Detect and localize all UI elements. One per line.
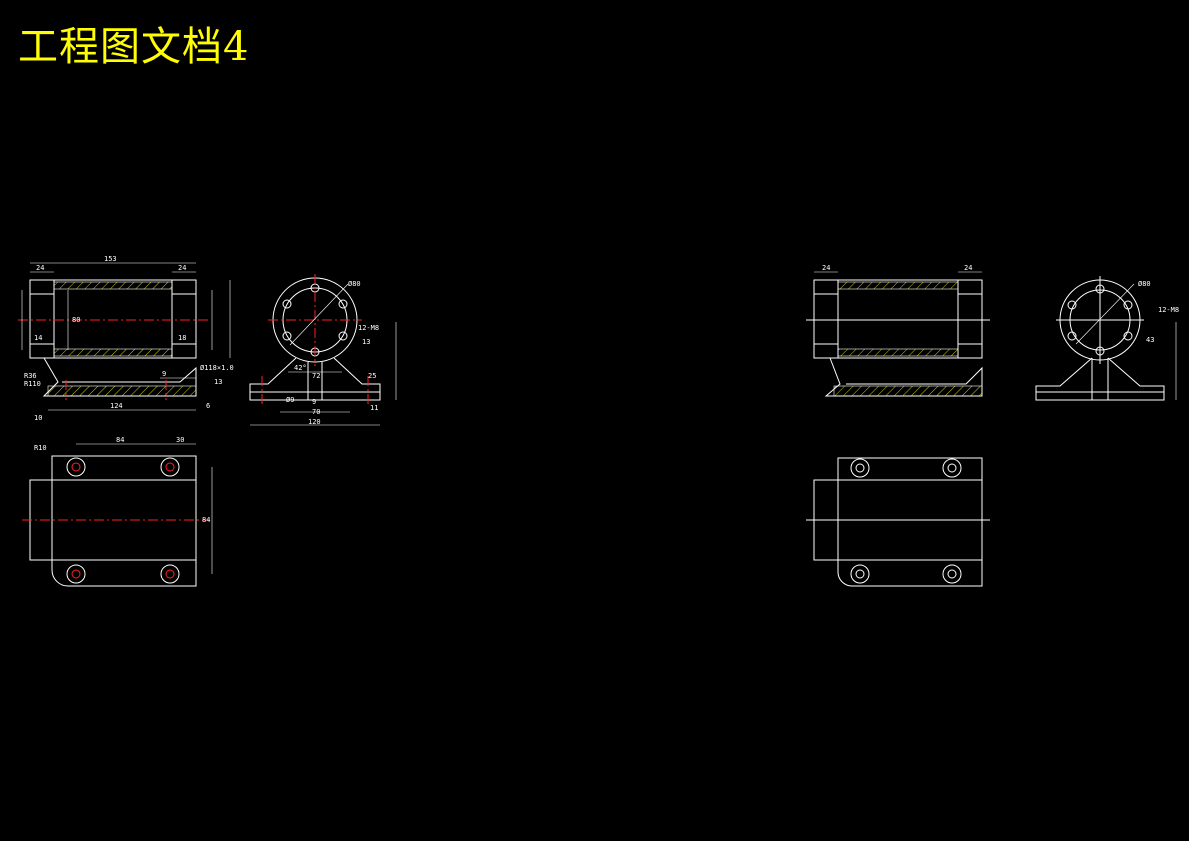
dim-25: 25 [368, 372, 376, 380]
dim-84-v: 84 [202, 516, 210, 524]
dim-12-m8: 12-M8 [1158, 306, 1179, 314]
dim-124: 124 [110, 402, 123, 410]
right-front-dims: 24 24 [822, 264, 972, 272]
right-front-view [806, 271, 990, 397]
dim-9b: 9 [312, 398, 316, 406]
dim-120: 120 [308, 418, 321, 426]
dim-dia80: Ø80 [1138, 280, 1151, 288]
dim-43: 43 [1146, 336, 1154, 344]
dim-84-h: 84 [116, 436, 124, 444]
dim-dia9: Ø9 [286, 396, 294, 404]
left-top-view [22, 443, 213, 587]
dim-13: 13 [362, 338, 370, 346]
dim-42deg: 42° [294, 364, 307, 372]
right-top-view [806, 457, 990, 587]
note-r36: R36 [24, 372, 37, 380]
dim-12-m8: 12-M8 [358, 324, 379, 332]
dim-24-left: 24 [822, 264, 830, 272]
right-side-view [1035, 276, 1177, 401]
dim-70: 70 [312, 408, 320, 416]
dim-9: 9 [162, 370, 166, 378]
dim-24-right: 24 [964, 264, 972, 272]
drawing-title: 工程图文档4 [18, 24, 250, 70]
dim-153: 153 [104, 255, 117, 263]
note-11: 11 [370, 404, 378, 412]
dim-6: 6 [206, 402, 210, 410]
note-r110: R110 [24, 380, 41, 388]
dim-18: 18 [178, 334, 186, 342]
dim-30: 30 [176, 436, 184, 444]
dim-10: 10 [34, 414, 42, 422]
dim-80: 80 [72, 316, 80, 324]
dim-14: 14 [34, 334, 42, 342]
left-side-view [249, 274, 397, 426]
dim-r10: R10 [34, 444, 47, 452]
dim-24-left: 24 [36, 264, 44, 272]
left-top-dims: R10 84 30 84 [34, 436, 210, 524]
note-dia118: Ø118×1.0 [200, 364, 234, 372]
left-front-dims: 153 24 24 80 124 6 10 9 14 18 Ø118×1.0 R… [24, 255, 234, 422]
note-13: 13 [214, 378, 222, 386]
left-side-dims: Ø80 12-M8 13 42° 72 25 9 70 120 Ø9 11 [286, 280, 379, 426]
dim-24-right: 24 [178, 264, 186, 272]
left-front-view [18, 262, 231, 411]
dim-dia80: Ø80 [348, 280, 361, 288]
right-side-dims: Ø80 12-M8 43 [1138, 280, 1179, 344]
dim-72: 72 [312, 372, 320, 380]
